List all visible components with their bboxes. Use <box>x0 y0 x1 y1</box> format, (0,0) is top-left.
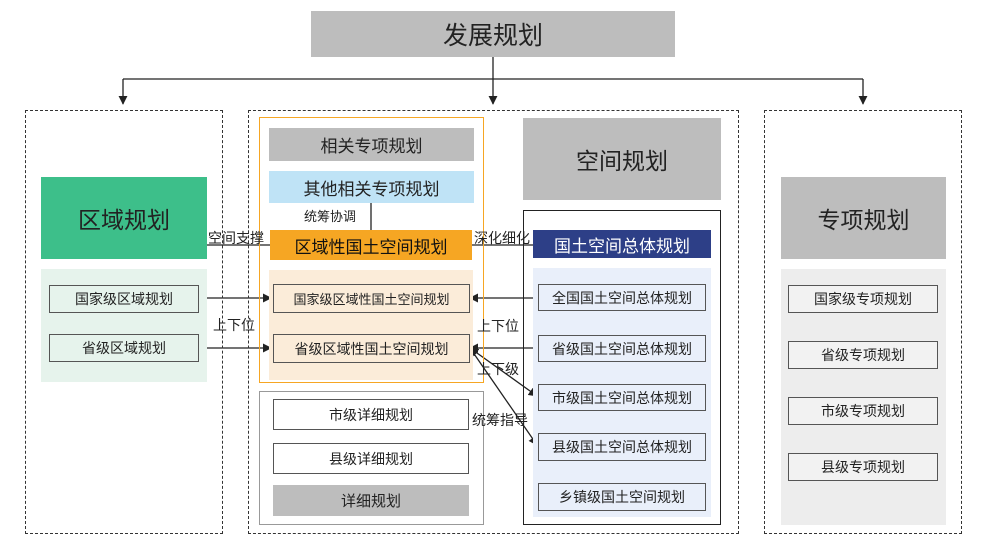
national-special-planning-label: 国家级专项规划 <box>814 292 912 308</box>
regional-column-frame <box>25 110 223 534</box>
township-spatial-planning: 乡镇级国土空间规划 <box>538 483 706 511</box>
master-spatial-planning-box: 国土空间总体规划 <box>533 230 711 258</box>
regional-spatial-planning-title: 区域性国土空间规划 <box>294 237 448 258</box>
overall-guidance-label: 统筹指导 <box>472 413 528 429</box>
city-detailed-planning-label: 市级详细规划 <box>329 407 413 424</box>
regional-spatial-planning-box: 区域性国土空间规划 <box>270 230 472 260</box>
provincial-regional-spatial-planning: 省级区域性国土空间规划 <box>273 334 470 363</box>
hierarchy-left-label: 上下位 <box>213 318 255 334</box>
center-column-frame <box>248 110 739 534</box>
provincial-regional-planning-label: 省级区域规划 <box>82 341 166 357</box>
special-planning-title: 专项规划 <box>817 208 910 234</box>
detailed-planning-box: 详细规划 <box>273 485 469 516</box>
national-regional-planning: 国家级区域规划 <box>49 285 199 313</box>
development-planning-box: 发展规划 <box>311 11 675 57</box>
county-special-planning: 县级专项规划 <box>788 453 938 481</box>
special-column-frame <box>764 110 962 534</box>
provincial-regional-planning: 省级区域规划 <box>49 334 199 362</box>
hierarchy-right-label: 上下位 <box>477 319 519 335</box>
township-spatial-planning-label: 乡镇级国土空间规划 <box>559 490 685 506</box>
national-regional-planning-label: 国家级区域规划 <box>75 292 173 308</box>
national-master-planning-label: 全国国土空间总体规划 <box>552 290 692 307</box>
detailed-planning-title: 详细规划 <box>340 492 401 510</box>
spatial-planning-box: 空间规划 <box>523 118 721 200</box>
county-master-planning-label: 县级国土空间总体规划 <box>552 440 692 456</box>
regional-planning-title: 区域规划 <box>78 208 170 234</box>
national-master-planning: 全国国土空间总体规划 <box>538 284 706 311</box>
county-special-planning-label: 县级专项规划 <box>821 460 905 476</box>
deepen-refine-label: 深化细化 <box>474 231 530 247</box>
city-detailed-planning: 市级详细规划 <box>273 399 469 430</box>
development-planning-title: 发展规划 <box>442 21 543 50</box>
provincial-regional-spatial-planning-label: 省级区域性国土空间规划 <box>294 341 449 358</box>
related-special-planning-title: 相关专项规划 <box>320 137 423 157</box>
national-regional-spatial-planning-label: 国家级区域性国土空间规划 <box>293 293 450 308</box>
provincial-master-planning-label: 省级国土空间总体规划 <box>552 341 692 358</box>
provincial-special-planning-label: 省级专项规划 <box>821 348 905 364</box>
county-master-planning: 县级国土空间总体规划 <box>538 433 706 461</box>
provincial-master-planning: 省级国土空间总体规划 <box>538 335 706 362</box>
master-spatial-planning-title: 国土空间总体规划 <box>554 236 690 257</box>
regional-spatial-group-frame <box>259 117 484 383</box>
detailed-planning-group-frame <box>259 391 484 525</box>
county-detailed-planning-label: 县级详细规划 <box>329 451 413 468</box>
level-label: 上下级 <box>477 362 519 378</box>
coordination-label: 统筹协调 <box>304 210 357 225</box>
special-planning-box: 专项规划 <box>781 177 946 259</box>
related-special-planning-box: 相关专项规划 <box>269 128 474 161</box>
regional-planning-box: 区域规划 <box>41 177 207 259</box>
city-master-planning-label: 市级国土空间总体规划 <box>552 390 692 407</box>
spatial-planning-title: 空间规划 <box>576 149 668 175</box>
spatial-support-label: 空间支撑 <box>208 231 264 247</box>
top-distribution-arrows <box>118 57 868 105</box>
city-special-planning: 市级专项规划 <box>788 397 938 425</box>
city-master-planning: 市级国土空间总体规划 <box>538 384 706 411</box>
national-regional-spatial-planning: 国家级区域性国土空间规划 <box>273 284 470 313</box>
provincial-special-planning: 省级专项规划 <box>788 341 938 369</box>
master-planning-frame <box>523 210 721 525</box>
other-related-special-planning-box: 其他相关专项规划 <box>269 171 474 203</box>
county-detailed-planning: 县级详细规划 <box>273 443 469 474</box>
national-special-planning: 国家级专项规划 <box>788 285 938 313</box>
city-special-planning-label: 市级专项规划 <box>821 404 905 420</box>
other-related-special-planning-label: 其他相关专项规划 <box>303 179 440 200</box>
